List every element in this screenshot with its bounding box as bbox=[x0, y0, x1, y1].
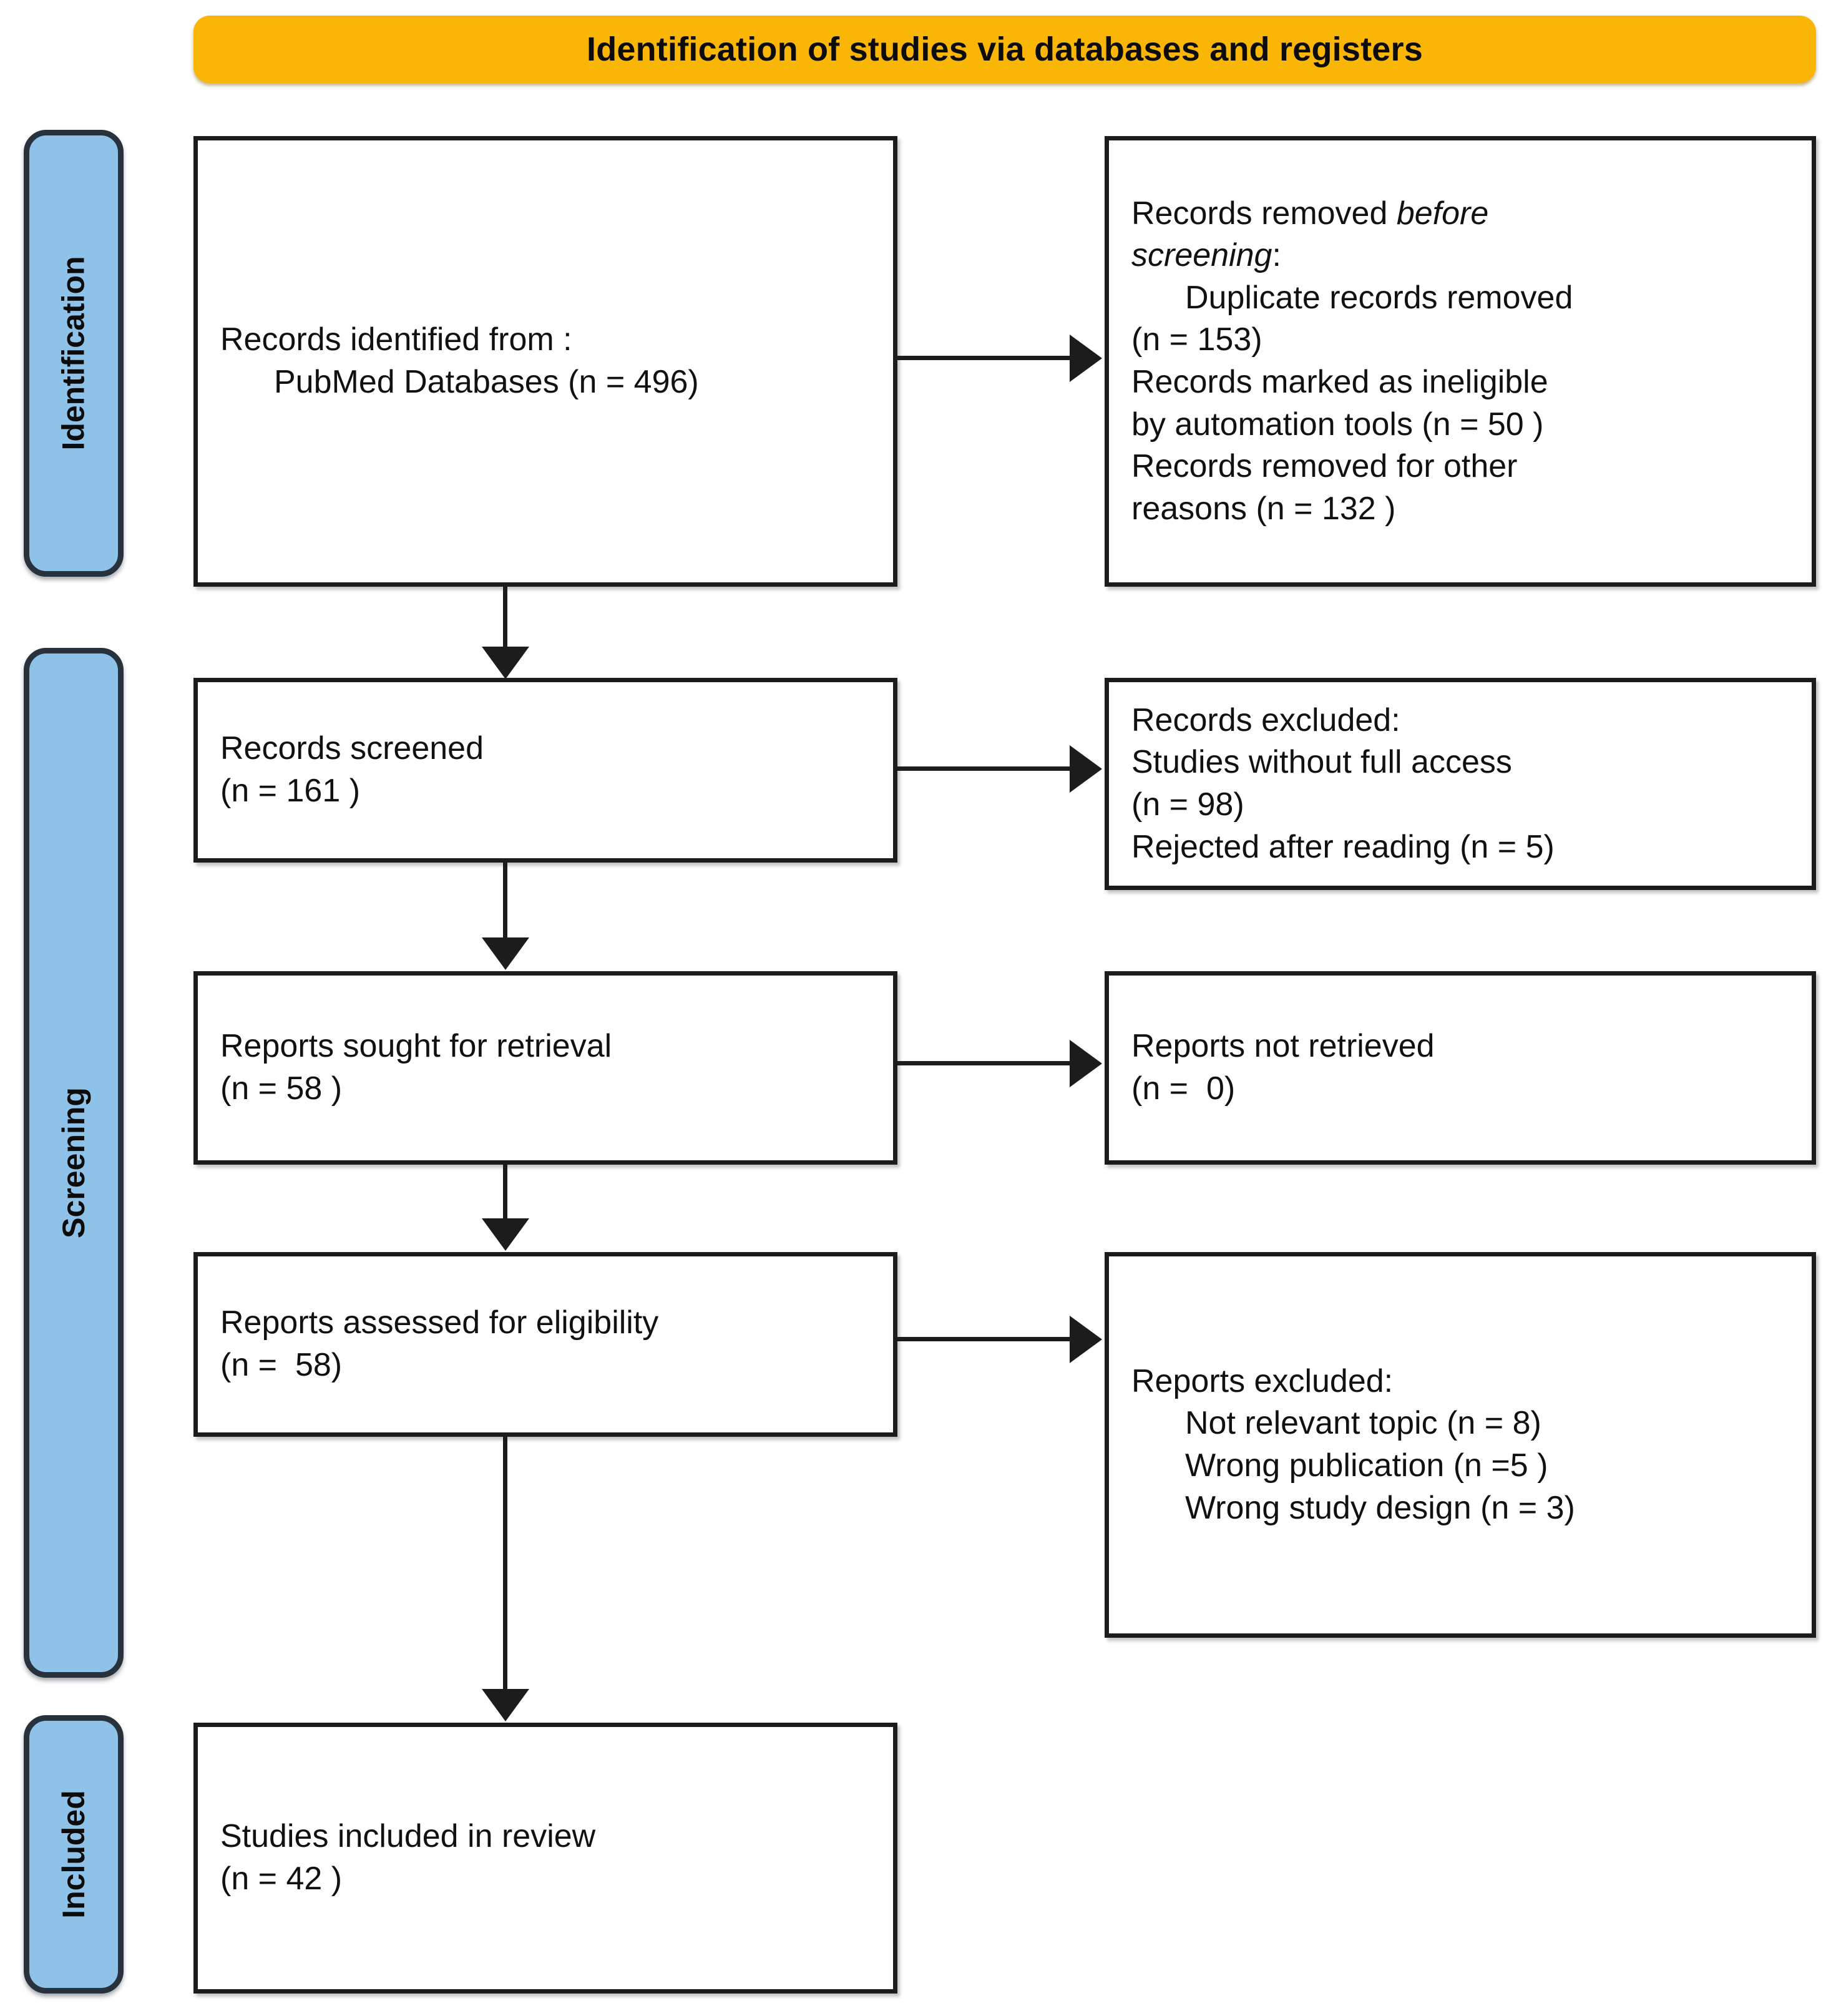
box-records-removed-line-5: Records marked as ineligible bbox=[1131, 364, 1548, 400]
stage-label-screening: Screening bbox=[24, 648, 124, 1678]
connector-assessed-to-reports-excluded bbox=[897, 1337, 1072, 1341]
arrowhead-down-icon bbox=[482, 647, 529, 679]
connector-screened-to-sought bbox=[503, 863, 507, 939]
box-reports-sought-line-1: Reports sought for retrieval bbox=[220, 1028, 612, 1065]
box-reports-sought-line-2: (n = 58 ) bbox=[220, 1070, 343, 1107]
box-studies-included-line-2: (n = 42 ) bbox=[220, 1861, 343, 1897]
box-reports-excluded: Reports excluded: Not relevant topic (n … bbox=[1105, 1252, 1816, 1638]
box-records-removed-line-1: Records removed before bbox=[1131, 193, 1789, 235]
box-reports-excluded-line-2: Not relevant topic (n = 8) bbox=[1185, 1405, 1541, 1442]
box-reports-assessed-line-1: Reports assessed for eligibility bbox=[220, 1304, 659, 1341]
box-studies-included-line-1: Studies included in review bbox=[220, 1818, 596, 1855]
box-reports-assessed-line-2: (n = 58) bbox=[220, 1347, 343, 1383]
box-records-removed-line-1-prefix: Records removed bbox=[1131, 195, 1397, 232]
stage-label-included: Included bbox=[24, 1715, 124, 1994]
box-records-removed-line-6: by automation tools (n = 50 ) bbox=[1131, 406, 1544, 443]
stage-label-identification-text: Identification bbox=[56, 256, 92, 451]
arrowhead-right-icon bbox=[1070, 335, 1102, 382]
box-records-excluded-line-1: Records excluded: bbox=[1131, 702, 1400, 738]
box-records-removed-line-1-italic: before bbox=[1396, 195, 1489, 232]
stage-label-included-text: Included bbox=[56, 1790, 92, 1919]
box-records-screened-line-2: (n = 161 ) bbox=[220, 773, 361, 809]
box-reports-excluded-line-3: Wrong publication (n =5 ) bbox=[1185, 1447, 1548, 1484]
arrowhead-down-icon bbox=[482, 1689, 529, 1721]
box-records-removed-line-7: Records removed for other bbox=[1131, 448, 1518, 485]
connector-sought-to-not-retrieved bbox=[897, 1061, 1072, 1065]
box-records-excluded-line-4: Rejected after reading (n = 5) bbox=[1131, 828, 1555, 865]
arrowhead-right-icon bbox=[1070, 1040, 1102, 1087]
box-records-removed-line-8: reasons (n = 132 ) bbox=[1131, 490, 1396, 527]
box-records-identified-line-2: PubMed Databases (n = 496) bbox=[274, 364, 699, 400]
diagram-title-banner: Identification of studies via databases … bbox=[193, 16, 1816, 83]
box-records-identified-line-1: Records identified from : bbox=[220, 321, 572, 358]
box-records-removed-line-2-suffix: : bbox=[1272, 237, 1281, 274]
connector-screened-to-records-excluded bbox=[897, 766, 1072, 771]
box-records-removed-line-2-italic: screening bbox=[1131, 237, 1272, 274]
arrowhead-right-icon bbox=[1070, 745, 1102, 793]
connector-identified-to-screened bbox=[503, 587, 507, 649]
box-studies-included: Studies included in review (n = 42 ) bbox=[193, 1723, 897, 1994]
arrowhead-right-icon bbox=[1070, 1316, 1102, 1363]
box-reports-not-retrieved-line-1: Reports not retrieved bbox=[1131, 1028, 1435, 1065]
box-reports-assessed: Reports assessed for eligibility (n = 58… bbox=[193, 1252, 897, 1437]
stage-label-screening-text: Screening bbox=[56, 1087, 91, 1238]
box-records-removed-line-3: Duplicate records removed bbox=[1185, 279, 1573, 316]
arrowhead-down-icon bbox=[482, 937, 529, 970]
box-records-removed-before-screening: Records removed before screening: Duplic… bbox=[1105, 136, 1816, 587]
box-reports-excluded-line-1: Reports excluded: bbox=[1131, 1363, 1394, 1399]
box-records-screened: Records screened (n = 161 ) bbox=[193, 678, 897, 863]
box-reports-not-retrieved-line-2: (n = 0) bbox=[1131, 1070, 1236, 1107]
diagram-title-text: Identification of studies via databases … bbox=[587, 31, 1423, 68]
box-reports-sought: Reports sought for retrieval (n = 58 ) bbox=[193, 971, 897, 1165]
stage-label-identification: Identification bbox=[24, 130, 124, 577]
box-records-removed-line-4: (n = 153) bbox=[1131, 321, 1262, 358]
box-records-removed-line-2: screening: bbox=[1131, 235, 1789, 277]
box-records-excluded-line-3: (n = 98) bbox=[1131, 786, 1244, 823]
connector-sought-to-assessed bbox=[503, 1165, 507, 1220]
connector-assessed-to-included bbox=[503, 1437, 507, 1690]
box-records-excluded: Records excluded: Studies without full a… bbox=[1105, 678, 1816, 890]
box-records-screened-line-1: Records screened bbox=[220, 730, 484, 767]
arrowhead-down-icon bbox=[482, 1218, 529, 1251]
box-records-excluded-line-2: Studies without full access bbox=[1131, 744, 1512, 781]
box-records-identified: Records identified from : PubMed Databas… bbox=[193, 136, 897, 587]
box-reports-not-retrieved: Reports not retrieved (n = 0) bbox=[1105, 971, 1816, 1165]
box-reports-excluded-line-4: Wrong study design (n = 3) bbox=[1185, 1489, 1575, 1526]
connector-identified-to-removed bbox=[897, 356, 1072, 360]
